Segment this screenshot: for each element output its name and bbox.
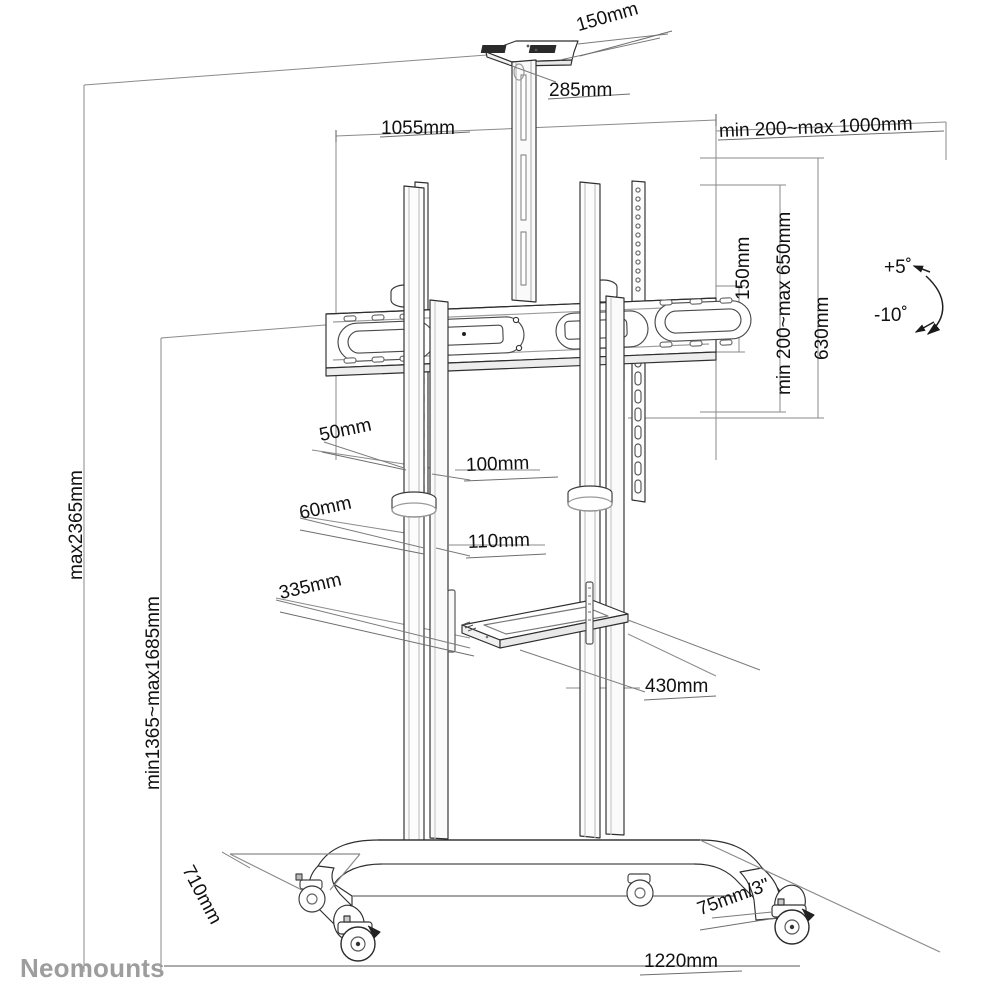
right-column: [567, 181, 625, 839]
left-column: [391, 185, 449, 843]
dim-label-top-plate-width: 285mm: [549, 80, 613, 101]
dim-label-column-110: 110mm: [467, 529, 531, 553]
dim-label-screen-centre-height: min1365~max1685mm: [143, 596, 164, 790]
dim-label-screen-height-range: min 200~max 650mm: [774, 211, 795, 395]
caster-front-right: [771, 898, 815, 945]
brand-logo-neomounts: Neomounts: [20, 953, 165, 983]
av-shelf: [447, 581, 629, 653]
caster-rear-left: [295, 873, 326, 913]
dim-label-mount-width: 1055mm: [381, 118, 455, 139]
tilt-indicator: [912, 265, 944, 335]
caster-front-left: [337, 915, 381, 962]
tv-mount-bracket: [325, 279, 752, 389]
tilt-label-down: -10˚: [874, 305, 908, 326]
callout-leaders: [221, 33, 800, 967]
dim-label-column-100: 100mm: [465, 452, 530, 476]
tilt-down-arrow: [914, 321, 935, 333]
dimension-extension-lines: [83, 54, 947, 972]
caster-rear-right: [626, 873, 654, 907]
tilt-label-up: +5˚: [884, 257, 912, 278]
dim-label-base-width: 1220mm: [644, 951, 718, 972]
dim-label-total-height: max2365mm: [66, 470, 87, 580]
stand-illustration: [164, 40, 941, 967]
dim-label-vesa-150: 150mm: [733, 236, 754, 300]
base-frame: [164, 839, 941, 967]
dim-label-shelf-width: 430mm: [645, 676, 709, 697]
upper-mast: [511, 59, 537, 303]
dim-label-screen-height-630: 630mm: [812, 296, 833, 360]
label-underlines: [279, 30, 945, 976]
